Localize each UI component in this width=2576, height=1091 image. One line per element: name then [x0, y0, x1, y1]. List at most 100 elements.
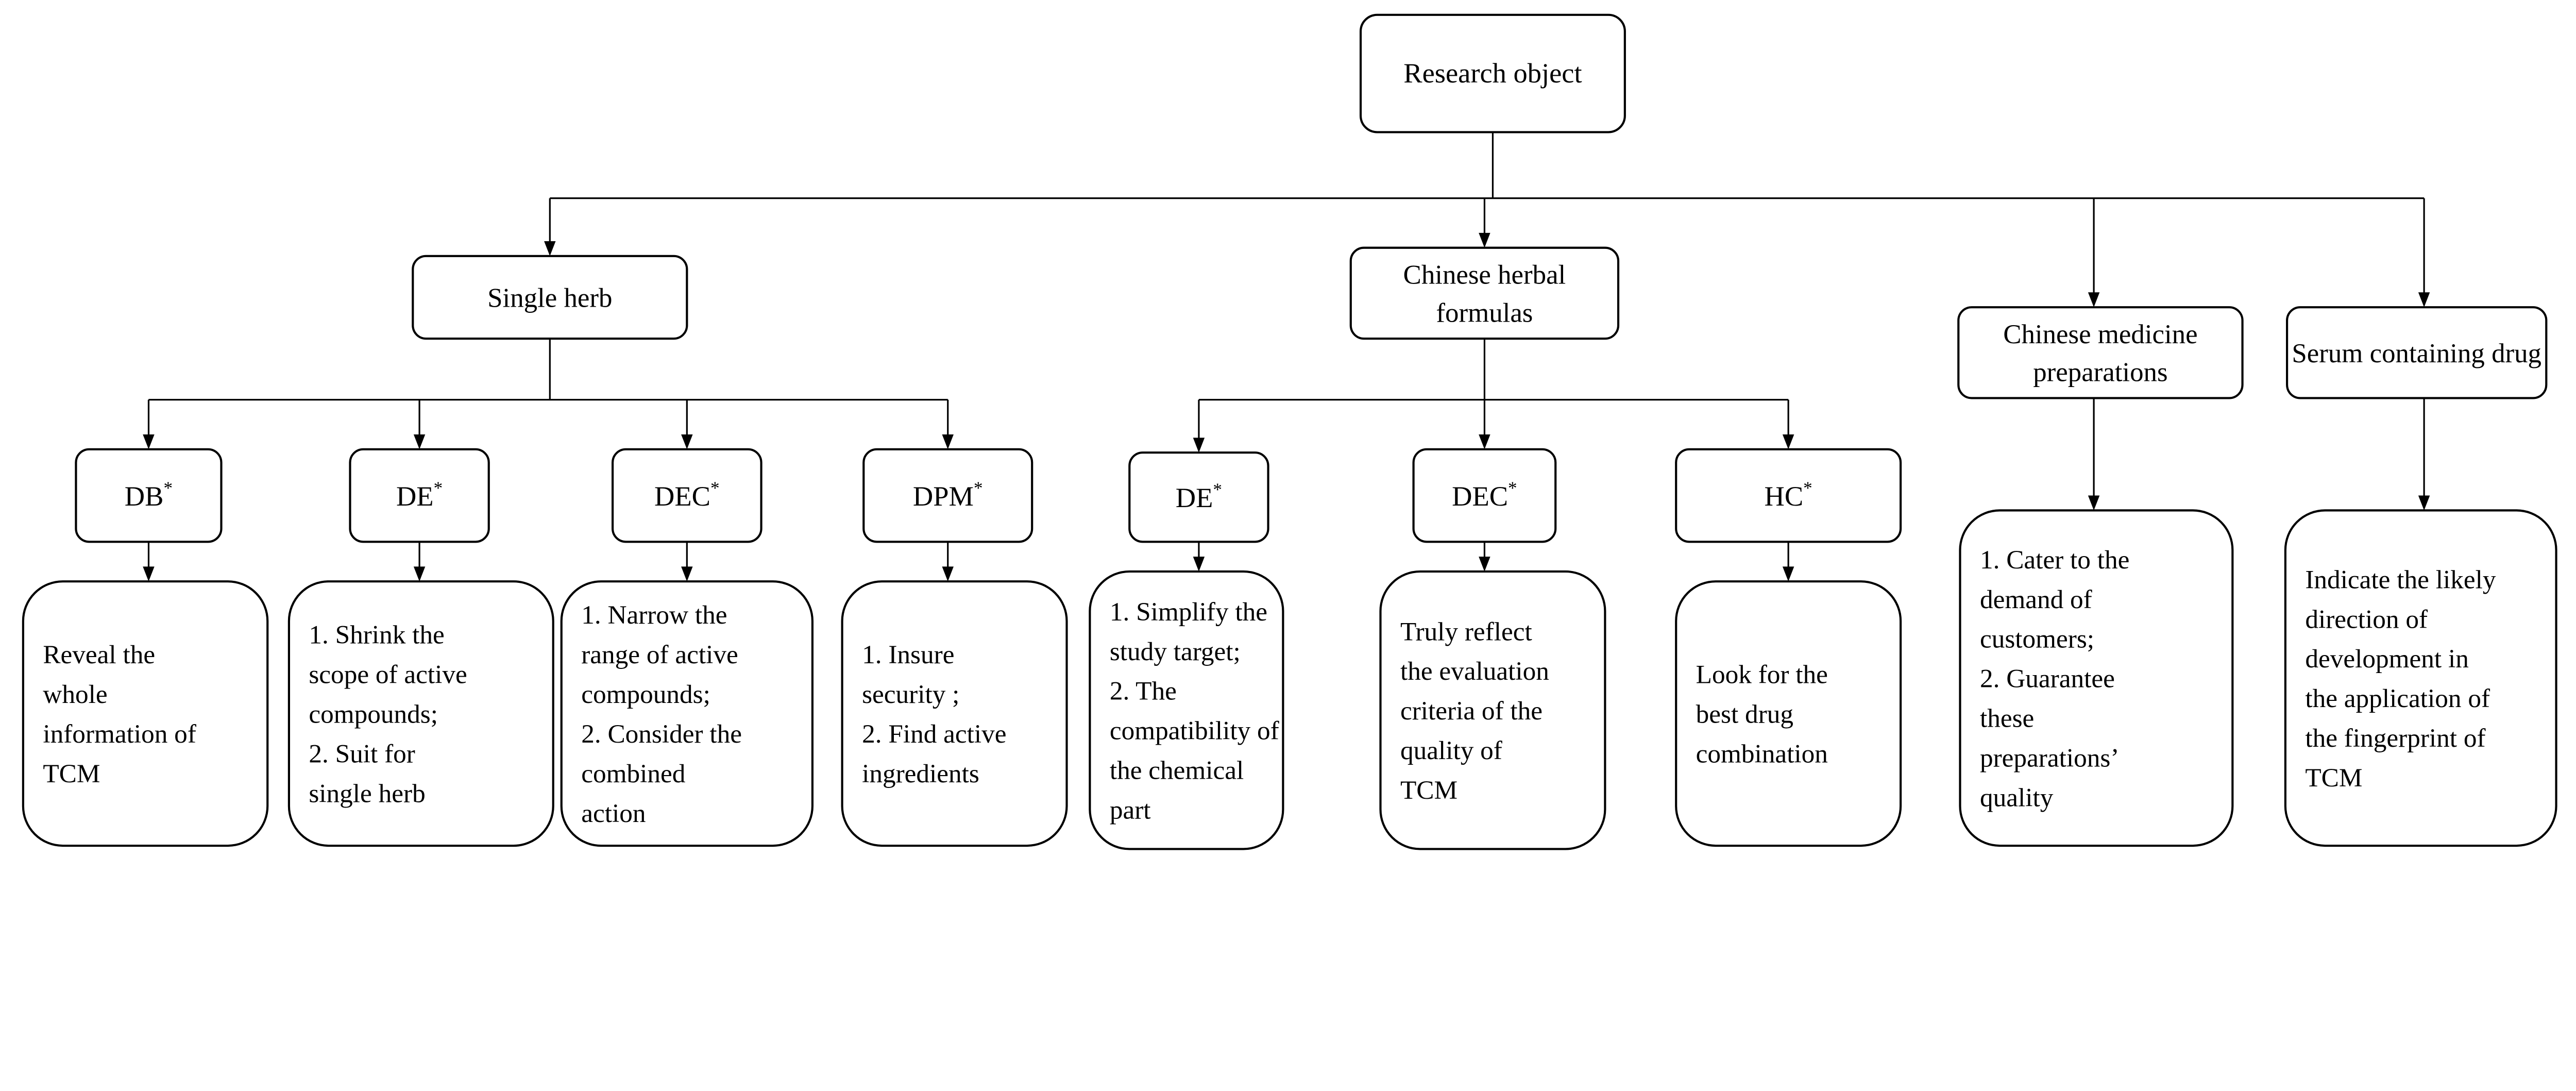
method-border — [1412, 448, 1557, 543]
description-serum-text-line: the application of — [2305, 684, 2490, 713]
description-preparations-text-line: preparations’ — [1980, 743, 2119, 773]
arrow-head-icon — [1193, 557, 1205, 572]
method-abbrev: DE — [396, 480, 434, 512]
description-de2-text-line: compatibility of — [1110, 716, 1280, 746]
description-de2-text-line: study target; — [1110, 637, 1241, 666]
description-de1-text-line: compounds; — [309, 700, 438, 729]
description-preparations-text-line: 2. Guarantee — [1980, 664, 2115, 694]
description-de2-border — [1089, 570, 1284, 850]
method-label: DPM* — [913, 478, 983, 511]
root-node-research-object: Research object — [1359, 13, 1626, 133]
method-abbrev: DB — [125, 480, 164, 512]
description-hc-border — [1675, 580, 1902, 847]
method-dec2: DEC* — [1412, 448, 1557, 543]
arrow-head-icon — [1782, 434, 1794, 449]
description-de1-text-line: 1. Shrink the — [309, 620, 444, 650]
method-abbrev: DEC — [1452, 480, 1508, 512]
method-asterisk: * — [1803, 478, 1812, 498]
category-serum-border — [2286, 306, 2548, 399]
description-de2-text-line: 1. Simplify the — [1110, 597, 1267, 627]
description-preparations-text-line: customers; — [1980, 625, 2094, 654]
description-db-text-line: whole — [43, 680, 107, 709]
arrow-head-icon — [143, 566, 155, 582]
category-serum: Serum containing drug — [2286, 306, 2548, 399]
description-preparations-text-line: these — [1980, 704, 2034, 733]
description-dpm-text-line: 2. Find active — [862, 719, 1006, 749]
description-dec2-border — [1379, 570, 1606, 850]
category-single-text-line: Single herb — [487, 283, 612, 313]
method-label: DE* — [1176, 480, 1222, 513]
category-single: Single herb — [412, 255, 688, 340]
category-single-border — [412, 255, 688, 340]
category-serum-text-line: Serum containing drug — [2292, 339, 2541, 368]
category-preparations-text-line: preparations — [2033, 358, 2167, 388]
description-de1-text-line: 2. Suit for — [309, 739, 415, 768]
category-preparations-text-line: Chinese medicine — [2003, 320, 2197, 349]
description-hc-text-line: combination — [1696, 739, 1828, 768]
method-asterisk: * — [1213, 480, 1222, 500]
method-asterisk: * — [710, 478, 720, 498]
method-label: DB* — [125, 478, 173, 511]
method-border — [862, 448, 1033, 543]
arrow-head-icon — [2088, 495, 2100, 511]
description-de2-text-line: the chemical — [1110, 756, 1244, 785]
description-dpm-border — [841, 580, 1068, 847]
description-dec2-text-line: quality of — [1400, 736, 1503, 765]
method-abbrev: DE — [1176, 482, 1213, 513]
description-dec1-text-line: action — [581, 799, 646, 828]
description-de2: 1. Simplify the study target; 2. The compat… — [1089, 570, 1284, 850]
description-dec2-text-line: TCM — [1400, 776, 1458, 805]
category-preparations-border — [1957, 306, 2244, 399]
description-preparations-text-line: 1. Cater to the — [1980, 545, 2129, 575]
description-preparations-text-line: quality — [1980, 783, 2054, 812]
arrow-head-icon — [1479, 232, 1490, 248]
arrow-head-icon — [413, 566, 426, 582]
arrow-head-icon — [2418, 495, 2430, 511]
description-db-text-line: TCM — [43, 759, 100, 788]
method-border — [349, 448, 490, 543]
method-border — [75, 448, 223, 543]
root-node-border — [1359, 13, 1626, 133]
arrow-head-icon — [143, 434, 155, 449]
description-dec1-text-line: 2. Consider the — [581, 719, 742, 749]
description-dec2-text-line: the evaluation — [1400, 657, 1549, 686]
arrow-head-icon — [681, 434, 693, 449]
category-formulas-text-line: formulas — [1436, 298, 1533, 328]
description-dpm-text-line: security ; — [862, 680, 959, 709]
connectors — [143, 132, 2430, 582]
arrow-head-icon — [1193, 438, 1205, 453]
method-abbrev: HC — [1765, 480, 1804, 512]
description-dec2-text-line: criteria of the — [1400, 696, 1543, 726]
arrow-head-icon — [1479, 434, 1490, 449]
arrow-head-icon — [413, 434, 426, 449]
arrow-head-icon — [942, 566, 954, 582]
category-preparations: Chinese medicine preparations — [1957, 306, 2244, 399]
arrow-head-icon — [544, 241, 556, 256]
method-de2: DE* — [1128, 451, 1269, 543]
description-dec1-text-line: 1. Narrow the — [581, 600, 727, 630]
description-db-border — [22, 580, 269, 847]
description-de1-text-line: single herb — [309, 779, 425, 808]
description-hc-text-line: Look for the — [1696, 660, 1828, 690]
method-border — [1128, 451, 1269, 543]
description-dpm-text-line: ingredients — [862, 759, 979, 788]
arrow-head-icon — [681, 566, 693, 582]
method-abbrev: DEC — [654, 480, 710, 512]
method-hc: HC* — [1675, 448, 1902, 543]
description-serum-text-line: TCM — [2305, 763, 2362, 793]
method-label: DE* — [396, 478, 443, 511]
description-preparations-border — [1959, 509, 2234, 847]
description-de2-text-line: 2. The — [1110, 677, 1177, 706]
method-border — [612, 448, 762, 543]
method-label: HC* — [1765, 478, 1812, 511]
method-de1: DE* — [349, 448, 490, 543]
